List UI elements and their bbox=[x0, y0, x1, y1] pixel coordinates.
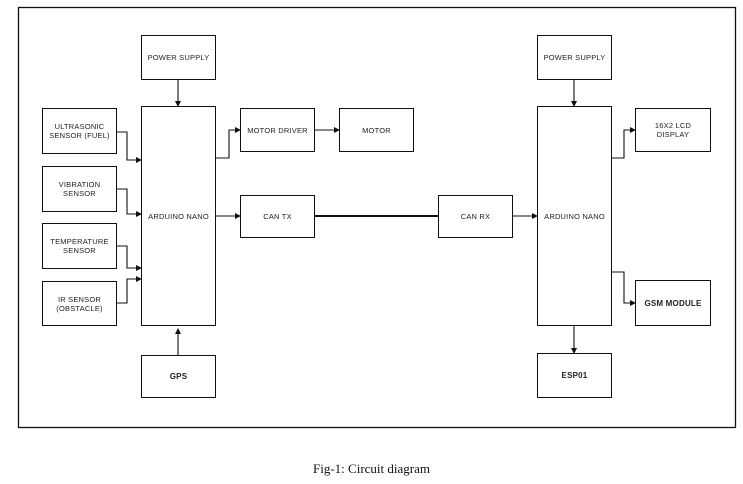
esp01-label: ESP01 bbox=[561, 371, 588, 380]
gps-label: GPS bbox=[169, 372, 188, 381]
power-supply-rx-block: POWER SUPPLY bbox=[537, 35, 612, 80]
arrow-ultrasonic-to-arduino bbox=[117, 131, 142, 163]
ultrasonic-sensor-block: ULTRASONIC SENSOR (FUEL) bbox=[42, 108, 117, 154]
gps-block: GPS bbox=[141, 355, 216, 398]
arduino-nano-tx-block: ARDUINO NANO bbox=[141, 106, 216, 326]
arduino-nano-rx-block: ARDUINO NANO bbox=[537, 106, 612, 326]
arrow-temperature-to-arduino bbox=[117, 245, 142, 271]
gsm-module-label: GSM MODULE bbox=[644, 298, 702, 308]
ultrasonic-sensor-label: ULTRASONIC SENSOR (FUEL) bbox=[49, 122, 110, 140]
figure-caption: Fig-1: Circuit diagram bbox=[313, 461, 430, 476]
can-tx-block: CAN TX bbox=[240, 195, 315, 238]
arrow-vibration-to-arduino bbox=[117, 188, 142, 217]
ir-sensor-label: IR SENSOR (OBSTACLE) bbox=[56, 294, 103, 313]
diagram-frame bbox=[17, 6, 737, 429]
motor-label: MOTOR bbox=[362, 125, 391, 135]
temperature-sensor-label: TEMPERATURE SENSOR bbox=[50, 237, 109, 255]
vibration-sensor-block: VIBRATION SENSOR bbox=[42, 166, 117, 212]
arrow-arduino-to-lcd bbox=[612, 127, 636, 159]
power-supply-tx-block: POWER SUPPLY bbox=[141, 35, 216, 80]
arduino-nano-tx-label: ARDUINO NANO bbox=[148, 211, 209, 221]
power-supply-tx-label: POWER SUPPLY bbox=[147, 53, 210, 62]
arduino-nano-rx-label: ARDUINO NANO bbox=[544, 211, 605, 221]
arrow-ir-to-arduino bbox=[117, 276, 142, 304]
motor-driver-label: MOTOR DRIVER bbox=[247, 125, 308, 135]
vibration-sensor-label: VIBRATION SENSOR bbox=[58, 180, 101, 198]
lcd-display-label: 16X2 LCD DISPLAY bbox=[654, 121, 692, 139]
motor-driver-block: MOTOR DRIVER bbox=[240, 108, 315, 152]
arrow-arduino-to-gsm bbox=[612, 271, 636, 306]
can-rx-label: CAN RX bbox=[460, 212, 491, 221]
can-rx-block: CAN RX bbox=[438, 195, 513, 238]
arrow-arduino-to-motor-driver bbox=[216, 127, 241, 159]
lcd-display-block: 16X2 LCD DISPLAY bbox=[635, 108, 711, 152]
motor-block: MOTOR bbox=[339, 108, 414, 152]
ir-sensor-block: IR SENSOR (OBSTACLE) bbox=[42, 281, 117, 326]
esp01-block: ESP01 bbox=[537, 353, 612, 398]
temperature-sensor-block: TEMPERATURE SENSOR bbox=[42, 223, 117, 269]
power-supply-rx-label: POWER SUPPLY bbox=[543, 53, 606, 62]
gsm-module-block: GSM MODULE bbox=[635, 280, 711, 326]
can-tx-label: CAN TX bbox=[263, 212, 292, 221]
